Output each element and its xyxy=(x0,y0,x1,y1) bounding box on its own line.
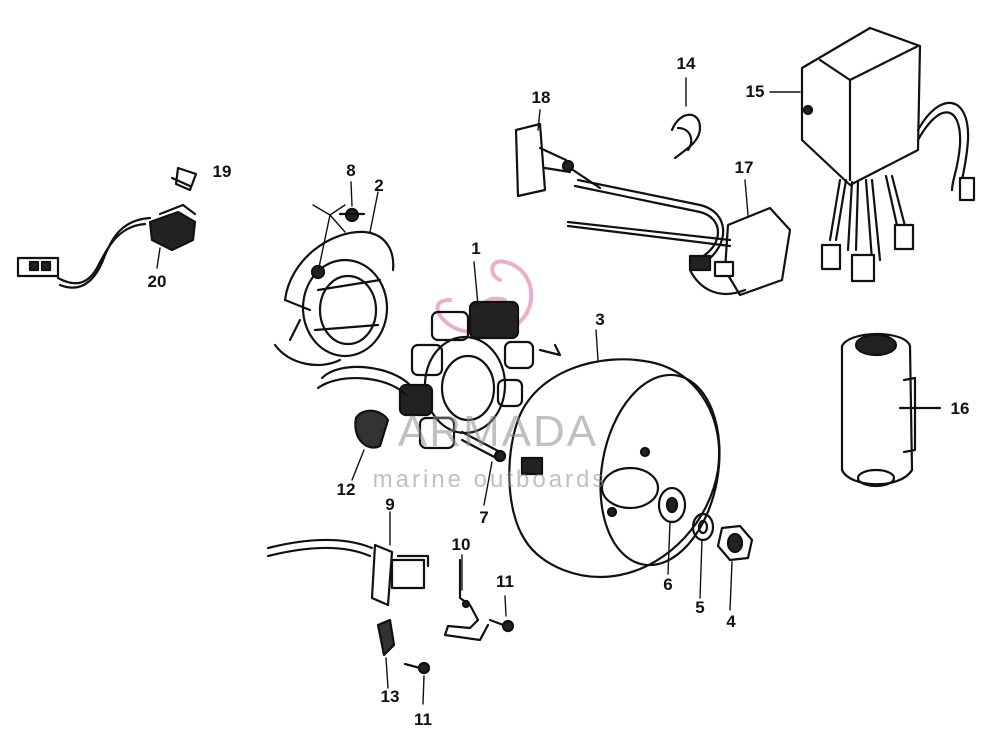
screw-11b xyxy=(403,661,431,675)
callout-3: 3 xyxy=(595,310,605,329)
clip-13 xyxy=(376,618,396,657)
callout-8: 8 xyxy=(346,161,356,180)
callout-18: 18 xyxy=(531,88,551,107)
nut-4 xyxy=(716,524,754,562)
screw-8 xyxy=(338,207,366,223)
callout-5: 5 xyxy=(695,598,705,617)
clamp-12 xyxy=(354,409,390,449)
washer-6 xyxy=(657,486,687,524)
bracket-10 xyxy=(443,558,490,642)
wire-clip-14 xyxy=(670,113,702,160)
pickup-coil-9 xyxy=(266,538,430,607)
callout-19: 19 xyxy=(212,162,232,181)
callout-6: 6 xyxy=(663,575,673,594)
callout-11-lower: 11 xyxy=(414,710,432,729)
flywheel-part xyxy=(508,358,721,578)
callout-11-upper: 11 xyxy=(496,572,514,591)
callout-13: 13 xyxy=(380,687,400,706)
bolt-7 xyxy=(460,430,507,463)
callout-20: 20 xyxy=(147,272,167,291)
callout-7: 7 xyxy=(479,508,489,527)
lock-washer-5 xyxy=(691,512,715,542)
callout-16: 16 xyxy=(950,399,970,418)
rectifier-part xyxy=(16,203,197,289)
callout-12: 12 xyxy=(336,480,356,499)
stator-base-part xyxy=(273,230,395,367)
screw-19 xyxy=(170,166,198,192)
callout-17: 17 xyxy=(734,158,754,177)
callout-4: 4 xyxy=(726,612,736,631)
callout-15: 15 xyxy=(745,82,765,101)
stator-part xyxy=(316,300,562,450)
callout-10: 10 xyxy=(451,535,471,554)
ignition-coil-17 xyxy=(566,206,792,297)
callout-9: 9 xyxy=(385,495,395,514)
spark-plug-cap-18 xyxy=(514,122,725,264)
callout-2: 2 xyxy=(374,176,384,195)
cdi-unit-15 xyxy=(800,26,976,283)
screw-11a xyxy=(488,618,515,633)
callout-14: 14 xyxy=(676,54,696,73)
watermark-brand: ARMADA xyxy=(397,407,599,456)
condenser-16 xyxy=(840,332,942,488)
callout-1: 1 xyxy=(471,239,481,258)
watermark-tagline: marine outboards xyxy=(372,466,608,493)
